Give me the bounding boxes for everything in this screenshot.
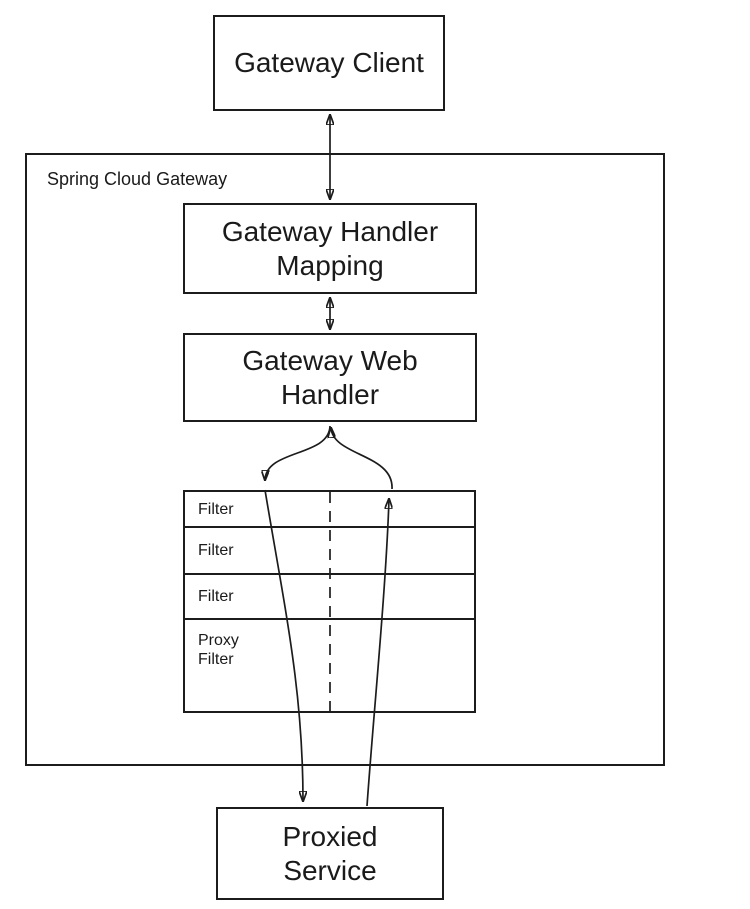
node-gateway-handler-mapping: Gateway Handler Mapping	[183, 203, 477, 294]
filter-row: Filter	[185, 575, 474, 620]
filter-row: Filter	[185, 528, 474, 575]
gateway-client-label: Gateway Client	[234, 47, 424, 78]
proxied-service-label: Proxied Service	[282, 820, 378, 886]
filter-row-label: Filter	[198, 500, 234, 518]
proxy-filter-label: Proxy Filter	[198, 632, 239, 668]
filter-chain-table: Filter Filter Filter Proxy Filter	[183, 490, 476, 713]
node-proxied-service: Proxied Service	[216, 807, 444, 900]
gateway-handler-mapping-label: Gateway Handler Mapping	[221, 215, 439, 281]
filter-row-proxy-filter: Proxy Filter	[185, 620, 474, 711]
node-gateway-web-handler: Gateway Web Handler	[183, 333, 477, 422]
node-gateway-client: Gateway Client	[213, 15, 445, 111]
filter-row: Filter	[185, 492, 474, 528]
spring-cloud-gateway-label: Spring Cloud Gateway	[47, 169, 228, 189]
gateway-web-handler-label: Gateway Web Handler	[242, 344, 418, 410]
filter-row-label: Filter	[198, 588, 234, 605]
filter-row-label: Filter	[198, 542, 234, 559]
